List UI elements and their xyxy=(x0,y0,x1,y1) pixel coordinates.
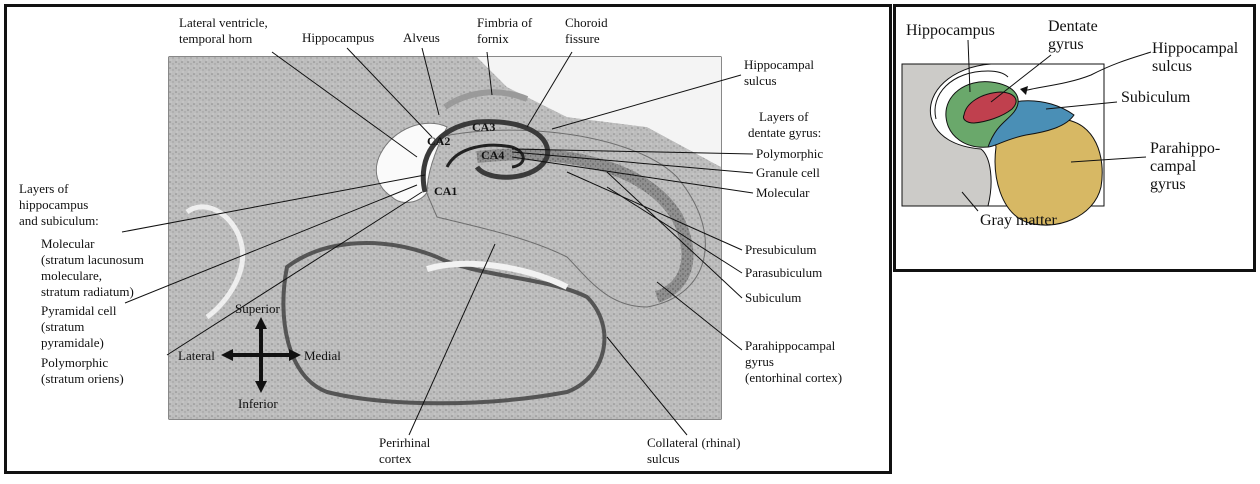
arrow-up-icon xyxy=(255,317,267,329)
ca4-label: CA4 xyxy=(481,148,504,162)
presubiculum-label: Presubiculum xyxy=(745,242,817,257)
dentate-gyrus-shape xyxy=(963,91,1017,124)
alveus-label: Alveus xyxy=(403,30,440,45)
polymorphic-hipp-label: Polymorphic (stratum oriens) xyxy=(41,355,124,386)
schematic-figure: Hippocampus Dentate gyrus Hippocampal su… xyxy=(901,18,1242,229)
ca1-label: CA1 xyxy=(434,184,457,198)
lower-gyrus xyxy=(281,241,607,406)
parasubiculum-label: Parasubiculum xyxy=(745,265,822,280)
pyramidal-label: Pyramidal cell (stratum pyramidale) xyxy=(41,303,120,350)
schematic-dentate-label: Dentate gyrus xyxy=(1048,18,1102,53)
arrow-down-icon xyxy=(255,381,267,393)
hippocampus-layers-heading: Layers of hippocampus and subiculum: xyxy=(19,181,99,228)
schematic-parahippocampal-label: Parahippo- campal gyrus xyxy=(1150,140,1224,193)
molecular-hipp-label: Molecular (stratum lacunosum moleculare,… xyxy=(41,236,147,299)
cortex-band xyxy=(476,148,694,303)
schematic-gray-matter-label: Gray matter xyxy=(980,212,1058,229)
parahippocampal-label: Parahippocampal gyrus (entorhinal cortex… xyxy=(745,338,842,385)
schematic-hippocampus-label: Hippocampus xyxy=(906,22,995,39)
hippocampal-sulcus-label: Hippocampal sulcus xyxy=(744,57,817,88)
ca2-label: CA2 xyxy=(427,134,450,148)
lateral-label: Lateral xyxy=(178,348,215,363)
fimbria-label: Fimbria of fornix xyxy=(477,15,536,46)
non-tissue-area xyxy=(477,57,721,167)
choroid-fissure-label: Choroid fissure xyxy=(565,15,611,46)
schematic-leader-lines xyxy=(961,39,1152,212)
schematic-hippocampal-sulcus-label: Hippocampal sulcus xyxy=(1152,40,1242,75)
hippocampus-label: Hippocampus xyxy=(302,30,374,45)
molecular-dg-label: Molecular xyxy=(756,185,810,200)
fimbria-shape xyxy=(443,89,529,110)
histology-panel: CA3 CA2 CA4 CA1 Lateral ventr xyxy=(4,4,892,474)
left-sulcus xyxy=(185,204,246,320)
dentate-layers-heading: Layers of dentate gyrus: xyxy=(748,109,821,140)
inferior-label: Inferior xyxy=(238,396,278,411)
schematic-subiculum-label: Subiculum xyxy=(1121,89,1191,106)
polymorphic-dg-label: Polymorphic xyxy=(756,146,823,161)
lateral-ventricle-label: Lateral ventricle, temporal horn xyxy=(179,15,271,46)
orientation-compass: Superior Inferior Lateral Medial xyxy=(178,301,341,411)
gray-matter-shape xyxy=(901,63,992,207)
medial-label: Medial xyxy=(304,348,341,363)
perirhinal-label: Perirhinal cortex xyxy=(379,435,434,466)
collateral-sulcus-label: Collateral (rhinal) sulcus xyxy=(647,435,744,466)
arrow-left-icon xyxy=(221,349,233,361)
hippocampus-coil xyxy=(420,119,551,193)
schematic-panel: Hippocampus Dentate gyrus Hippocampal su… xyxy=(893,4,1256,272)
ca3-label: CA3 xyxy=(472,120,495,134)
histology-figure: CA3 CA2 CA4 CA1 Lateral ventr xyxy=(19,15,842,466)
dentate-coil xyxy=(445,143,525,169)
granule-cell-label: Granule cell xyxy=(756,165,820,180)
sulcus-gap xyxy=(426,260,569,290)
subiculum-label: Subiculum xyxy=(745,290,801,305)
arrow-right-icon xyxy=(289,349,301,361)
superior-label: Superior xyxy=(235,301,280,316)
sulcus-arrow-icon xyxy=(1020,86,1028,95)
leader-lines xyxy=(121,47,754,436)
sulcus-outline xyxy=(934,70,1009,120)
